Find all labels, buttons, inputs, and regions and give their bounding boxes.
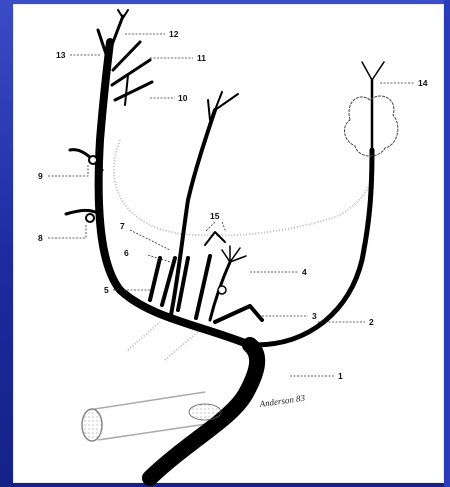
label-14: 14 [418, 78, 428, 88]
label-4: 4 [302, 267, 307, 277]
label-2: 2 [369, 317, 374, 327]
artist-signature: Anderson 83 [258, 393, 306, 409]
label-3: 3 [312, 311, 317, 321]
label-15: 15 [210, 211, 220, 221]
artery-trunk [66, 10, 384, 478]
label-7: 7 [120, 221, 125, 231]
label-8: 8 [38, 233, 43, 243]
label-9: 9 [38, 171, 43, 181]
label-5: 5 [104, 285, 109, 295]
stippled-vessel-segment [82, 322, 213, 441]
label-11: 11 [197, 53, 206, 63]
label-12: 12 [169, 29, 179, 39]
stippled-bone-segment [189, 404, 221, 420]
label-6: 6 [124, 248, 129, 258]
label-13: 13 [56, 50, 66, 60]
stippled-bone-outline [114, 140, 374, 236]
small-node-8 [86, 214, 94, 222]
label-10: 10 [178, 93, 188, 103]
small-node-9 [89, 156, 97, 164]
label-1: 1 [338, 371, 343, 381]
small-node-3 [218, 286, 226, 294]
